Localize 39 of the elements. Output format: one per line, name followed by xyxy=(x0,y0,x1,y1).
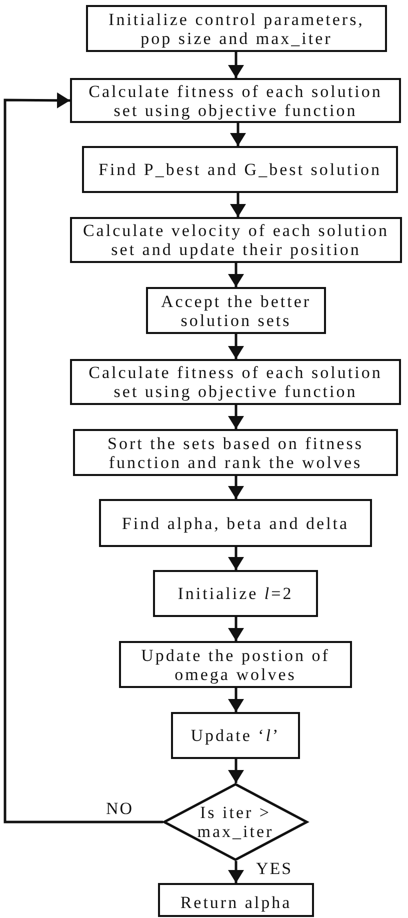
step-text: Update ‘l’ xyxy=(190,726,280,745)
step-text: Calculate fitness of each solution set using objective function xyxy=(88,82,384,120)
process-box xyxy=(86,5,387,52)
process-box xyxy=(99,499,372,547)
process-box xyxy=(158,883,314,917)
step-text: Sort the sets based on fitness function and rank the wolves xyxy=(106,434,364,472)
step-text: Initialize control parameters, pop size and max_iter xyxy=(108,10,366,48)
step-text: Return alpha xyxy=(180,892,292,912)
process-box xyxy=(171,712,300,759)
arrow-connector xyxy=(228,861,244,883)
arrow-connector xyxy=(228,688,244,712)
arrow-connector xyxy=(228,759,244,783)
process-box xyxy=(70,359,401,405)
process-box xyxy=(70,78,401,123)
step-text: Update the postion of omega wolves xyxy=(140,646,331,684)
process-box xyxy=(153,570,318,617)
arrow-connector xyxy=(228,334,244,359)
process-box xyxy=(82,146,398,193)
arrow-connector xyxy=(228,263,244,287)
process-box xyxy=(146,287,326,334)
step-text: Accept the better solution sets xyxy=(160,292,312,330)
step-text: Initialize l=2 xyxy=(178,584,294,603)
arrow-connector xyxy=(230,123,246,146)
step-text: Find P_best and G_best solution xyxy=(98,160,382,179)
process-box xyxy=(70,217,402,263)
arrow-connector xyxy=(228,52,244,78)
process-box xyxy=(119,641,352,688)
arrow-connector xyxy=(228,405,244,429)
decision-diamond xyxy=(163,783,308,861)
arrow-connector xyxy=(228,476,244,499)
step-text: Find alpha, beta and delta xyxy=(122,514,350,532)
step-text: Calculate fitness of each solution set using objective function xyxy=(88,363,384,401)
decision-text: Is iter > max_iter xyxy=(196,803,275,841)
arrow-connector xyxy=(4,92,163,824)
arrow-connector xyxy=(228,617,244,641)
arrow-connector xyxy=(230,193,246,217)
step-text: Calculate velocity of each solution set and update their position xyxy=(82,221,390,259)
process-box xyxy=(73,429,398,476)
arrow-connector xyxy=(228,547,244,570)
